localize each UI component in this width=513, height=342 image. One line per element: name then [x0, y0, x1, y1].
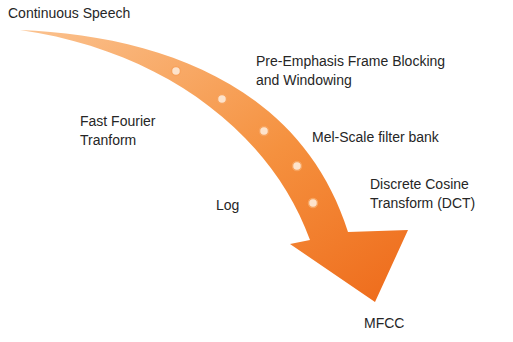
- step-label: Fast Fourier Tranform: [80, 112, 180, 150]
- step-label: Log: [216, 196, 239, 215]
- curved-arrow: [20, 30, 408, 302]
- output-label: MFCC: [364, 314, 404, 333]
- input-label: Continuous Speech: [8, 4, 130, 23]
- step-dot: [172, 67, 181, 76]
- step-label: Mel-Scale filter bank: [312, 128, 439, 147]
- step-label: Pre-Emphasis Frame Blocking and Windowin…: [256, 52, 471, 90]
- step-dot: [218, 95, 227, 104]
- step-label: Discrete Cosine Transform (DCT): [370, 175, 495, 213]
- step-dot: [309, 199, 318, 208]
- step-dot: [293, 162, 302, 171]
- step-dot: [260, 127, 269, 136]
